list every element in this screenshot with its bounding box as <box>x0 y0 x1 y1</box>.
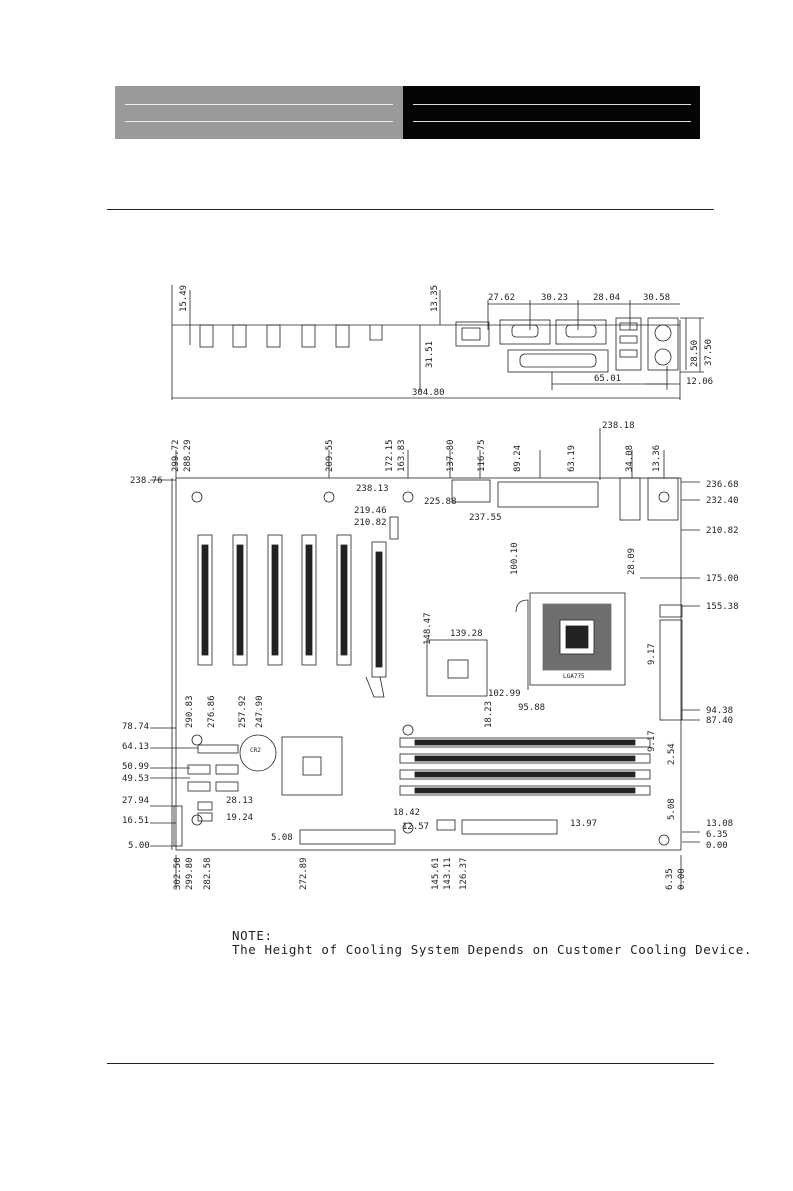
dim-s4: 247.90 <box>255 695 265 728</box>
dim-b6: 143.11 <box>443 857 453 890</box>
dim-a9: 19.24 <box>226 813 253 823</box>
header-right-band <box>403 86 700 139</box>
dim-b1: 302.50 <box>173 857 183 890</box>
dim-d7: 31.51 <box>425 341 435 368</box>
dim-m10: 2.54 <box>667 743 677 765</box>
note-heading: NOTE: <box>232 928 273 943</box>
dim-m7: 18.23 <box>484 701 494 728</box>
dim-d6: 30.58 <box>643 293 670 303</box>
dim-t5: 163.83 <box>397 439 407 472</box>
dim-m8: 9.17 <box>647 643 657 665</box>
header-left-line-bottom <box>125 121 393 122</box>
top-rule <box>107 209 714 210</box>
dim-r5: 155.38 <box>706 602 739 612</box>
dim-s3: 257.92 <box>238 695 248 728</box>
bottom-rule <box>107 1063 714 1064</box>
dim-a5: 27.94 <box>122 796 149 806</box>
dim-a12: 12.57 <box>402 822 429 832</box>
socket-label: LGA775 <box>563 673 585 680</box>
dim-a10: 5.08 <box>271 833 293 843</box>
dim-m5: 102.99 <box>488 689 521 699</box>
top-view-dimensions: 299.72 288.29 209.55 172.15 163.83 137.8… <box>122 421 739 890</box>
dim-l2: 238.13 <box>356 484 389 494</box>
dim-a11: 18.42 <box>393 808 420 818</box>
dim-a7: 5.00 <box>128 841 150 851</box>
header-right-line-bottom <box>413 121 691 122</box>
dim-d4: 30.23 <box>541 293 568 303</box>
dim-l5: 219.46 <box>354 506 387 516</box>
dim-b5: 145.61 <box>431 857 441 890</box>
dim-m11: 5.08 <box>667 798 677 820</box>
dim-d5: 28.04 <box>593 293 620 303</box>
dim-r2: 232.40 <box>706 496 739 506</box>
header-right-line-top <box>413 104 691 105</box>
dim-d10: 65.01 <box>594 374 621 384</box>
dim-m4: 139.28 <box>450 629 483 639</box>
side-view <box>171 285 704 400</box>
dim-l4: 237.55 <box>469 513 502 523</box>
dim-r4: 175.00 <box>706 574 739 584</box>
top-view <box>150 428 700 890</box>
dim-t9: 63.19 <box>567 445 577 472</box>
dim-a6: 16.51 <box>122 816 149 826</box>
dim-r6: 94.38 <box>706 706 733 716</box>
dim-m6: 95.88 <box>518 703 545 713</box>
dim-t4: 172.15 <box>385 439 395 472</box>
dimm-slots <box>399 737 651 796</box>
dim-b8: 6.35 <box>665 868 675 890</box>
dim-b7: 126.37 <box>459 857 469 890</box>
dim-t12: 13.36 <box>652 445 662 472</box>
dim-r9: 6.35 <box>706 830 728 840</box>
dim-b9: 0.00 <box>677 868 687 890</box>
dim-a4: 49.53 <box>122 774 149 784</box>
dim-a8: 28.13 <box>226 796 253 806</box>
dim-b3: 282.58 <box>203 857 213 890</box>
dim-d1: 15.49 <box>179 285 189 312</box>
dim-t11: 34.08 <box>625 445 635 472</box>
dim-t8: 89.24 <box>513 445 523 472</box>
dim-t2: 288.29 <box>183 439 193 472</box>
dim-b2: 299.80 <box>185 857 195 890</box>
pci-slots <box>197 534 387 698</box>
dim-l1: 238.76 <box>130 476 163 486</box>
dim-a13: 13.97 <box>570 819 597 829</box>
dim-t3: 209.55 <box>325 439 335 472</box>
dim-s1: 290.83 <box>185 695 195 728</box>
dim-m3: 148.47 <box>423 612 433 645</box>
side-view-dimensions: 15.49 13.35 27.62 30.23 28.04 30.58 31.5… <box>179 285 714 398</box>
dim-m2: 28.09 <box>627 548 637 575</box>
dim-t1: 299.72 <box>171 439 181 472</box>
dim-d12: 304.80 <box>412 388 445 398</box>
dim-d8: 28.50 <box>690 340 700 367</box>
dim-d9: 37.50 <box>704 339 714 366</box>
dim-a2: 64.13 <box>122 742 149 752</box>
dim-t10: 238.18 <box>602 421 635 431</box>
dim-l3: 225.88 <box>424 497 457 507</box>
header-left-band <box>115 86 403 139</box>
dim-r10: 0.00 <box>706 841 728 851</box>
dim-d2: 13.35 <box>430 285 440 312</box>
dim-r7: 87.40 <box>706 716 733 726</box>
dim-m9: 9.17 <box>647 730 657 752</box>
dim-b4: 272.89 <box>299 857 309 890</box>
dim-m1: 100.10 <box>510 542 520 575</box>
dim-t6: 137.80 <box>446 439 456 472</box>
dim-r3: 210.82 <box>706 526 739 536</box>
dim-d3: 27.62 <box>488 293 515 303</box>
dim-a3: 50.99 <box>122 762 149 772</box>
dim-a1: 78.74 <box>122 722 149 732</box>
dim-r1: 236.68 <box>706 480 739 490</box>
dim-l6: 210.82 <box>354 518 387 528</box>
header-left-line-top <box>125 104 393 105</box>
dim-r8: 13.08 <box>706 819 733 829</box>
dim-s2: 276.86 <box>207 695 217 728</box>
dim-t7: 116.75 <box>477 439 487 472</box>
note-text: The Height of Cooling System Depends on … <box>232 942 753 957</box>
battery-label: CR2 <box>250 747 261 754</box>
dim-d11: 12.06 <box>686 377 713 387</box>
